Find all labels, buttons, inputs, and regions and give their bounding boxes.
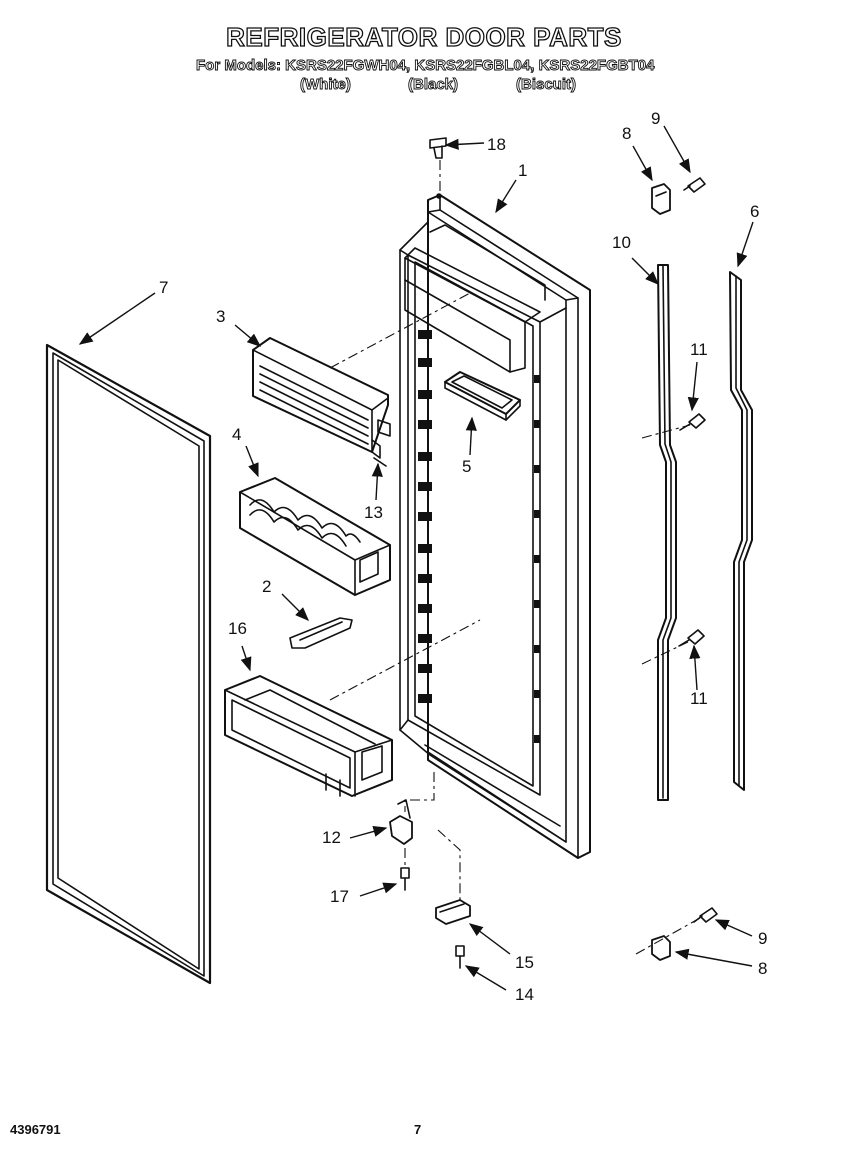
- callout-9-lower: 9: [758, 929, 767, 948]
- variant-biscuit: (Biscuit): [516, 76, 577, 94]
- door-liner: [399, 193, 591, 859]
- lower-cam-bracket: [435, 899, 471, 925]
- lower-hinge-bracket: [651, 935, 671, 961]
- callout-11-upper: 11: [690, 340, 708, 359]
- top-hole-plug: [429, 137, 447, 159]
- assembly-lines: [329, 160, 701, 955]
- strip-screw-upper: [679, 413, 706, 431]
- shelf-supports: [418, 330, 540, 743]
- callout-leaders: [78, 125, 754, 991]
- callout-17: 17: [330, 887, 349, 906]
- models-line: For Models: KSRS22FGWH04, KSRS22FGBL04, …: [196, 57, 655, 75]
- small-utility-tray: [444, 371, 521, 421]
- door-gasket: [45, 343, 212, 985]
- page-title: REFRIGERATOR DOOR PARTS: [225, 21, 622, 52]
- page-number: 7: [414, 1122, 422, 1137]
- callout-1: 1: [518, 161, 527, 180]
- lower-door-bin: [224, 675, 393, 797]
- variant-white: (White): [300, 76, 352, 94]
- callout-6: 6: [750, 202, 759, 221]
- callout-12: 12: [322, 828, 341, 847]
- document-number: 4396791: [10, 1122, 61, 1137]
- lower-door-hinge: [389, 799, 413, 845]
- trim-strip: [729, 271, 753, 791]
- callout-7: 7: [159, 278, 168, 297]
- callout-18: 18: [487, 135, 506, 154]
- strip-screw-lower: [678, 629, 705, 647]
- callout-10: 10: [612, 233, 631, 252]
- hinge-screw: [400, 867, 410, 891]
- variant-black: (Black): [408, 76, 459, 94]
- cam-screw: [455, 945, 465, 969]
- callout-4: 4: [232, 425, 241, 444]
- dairy-door-bin: [252, 337, 391, 467]
- callout-2: 2: [262, 577, 271, 596]
- upper-hinge-screw: [683, 177, 706, 193]
- callout-14: 14: [515, 985, 534, 1004]
- retainer-clip: [289, 617, 353, 649]
- callout-15: 15: [515, 953, 534, 972]
- callout-11-lower: 11: [690, 689, 708, 708]
- callout-5: 5: [462, 457, 471, 476]
- callout-3: 3: [216, 307, 225, 326]
- egg-tray: [239, 477, 391, 596]
- door-stop-strip: [657, 264, 677, 801]
- upper-hinge-bracket: [651, 183, 671, 215]
- callout-13: 13: [364, 503, 383, 522]
- callout-8-lower: 8: [758, 959, 767, 978]
- callout-8-upper: 8: [622, 124, 631, 143]
- callout-16: 16: [228, 619, 247, 638]
- callout-9-upper: 9: [651, 109, 660, 128]
